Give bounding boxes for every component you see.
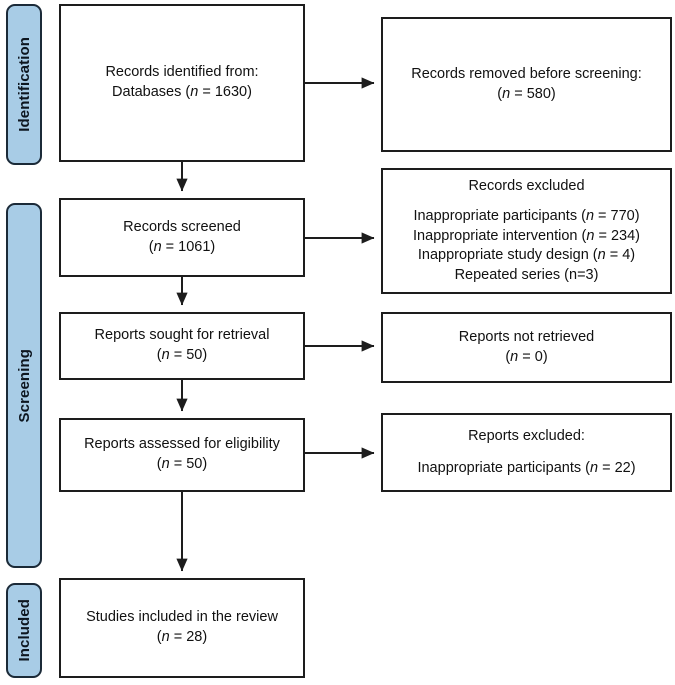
box-reports-not-retrieved: Reports not retrieved (n = 0) xyxy=(381,312,672,383)
italic-n: n xyxy=(586,227,595,244)
records-excluded-reason: Repeated series (n=3) xyxy=(454,266,599,283)
reports-not-retrieved-line2: (n = 0) xyxy=(505,348,548,365)
reports-assessed-line1: Reports assessed for eligibility xyxy=(84,436,280,453)
italic-n: n xyxy=(589,459,599,476)
reports-excluded-heading: Reports excluded: xyxy=(468,427,585,444)
box-reports-assessed: Reports assessed for eligibility (n = 50… xyxy=(59,418,305,492)
box-studies-included: Studies included in the review (n = 28) xyxy=(59,578,305,678)
italic-n: n xyxy=(510,348,519,365)
box-records-screened: Records screened (n = 1061) xyxy=(59,198,305,277)
box-records-identified: Records identified from: Databases (n = … xyxy=(59,4,305,162)
reports-not-retrieved-line1: Reports not retrieved xyxy=(458,328,595,345)
reports-excluded-reason: Inappropriate participants (n = 22) xyxy=(417,459,636,476)
box-reports-sought: Reports sought for retrieval (n = 50) xyxy=(59,312,305,380)
records-excluded-reason: Inappropriate participants (n = 770) xyxy=(413,208,640,225)
records-removed-line2: (n = 580) xyxy=(497,85,556,102)
records-excluded-reason: Inappropriate study design (n = 4) xyxy=(417,247,636,264)
italic-n: n xyxy=(502,85,511,102)
box-reports-excluded: Reports excluded: Inappropriate particip… xyxy=(381,413,672,492)
records-excluded-heading: Records excluded xyxy=(468,177,585,194)
studies-included-line1: Studies included in the review xyxy=(86,609,278,626)
records-excluded-reason-list: Inappropriate participants (n = 770) Ina… xyxy=(413,207,640,285)
records-screened-line1: Records screened xyxy=(123,218,241,235)
italic-n: n xyxy=(161,347,170,363)
records-screened-line2: (n = 1061) xyxy=(148,238,216,255)
studies-included-line2: (n = 28) xyxy=(156,629,208,645)
stage-pill-screening: Screening xyxy=(6,203,42,568)
italic-n: n xyxy=(190,84,199,100)
reports-sought-line1: Reports sought for retrieval xyxy=(94,327,270,344)
box-records-excluded: Records excluded Inappropriate participa… xyxy=(381,168,672,294)
italic-n: n xyxy=(161,456,170,472)
records-removed-line1: Records removed before screening: xyxy=(411,65,642,82)
italic-n: n xyxy=(597,247,606,264)
italic-n: n xyxy=(585,208,595,225)
stage-pill-included: Included xyxy=(6,583,42,678)
records-identified-line1: Records identified from: xyxy=(105,64,259,81)
reports-assessed-line2: (n = 50) xyxy=(156,456,208,472)
records-identified-line2: Databases (n = 1630) xyxy=(112,84,252,100)
records-excluded-reason: Inappropriate intervention (n = 234) xyxy=(413,227,640,244)
stage-pill-identification: Identification xyxy=(6,4,42,165)
italic-n: n xyxy=(161,629,170,645)
reports-sought-line2: (n = 50) xyxy=(156,347,208,363)
italic-n: n xyxy=(153,238,162,255)
box-records-removed: Records removed before screening: (n = 5… xyxy=(381,17,672,152)
